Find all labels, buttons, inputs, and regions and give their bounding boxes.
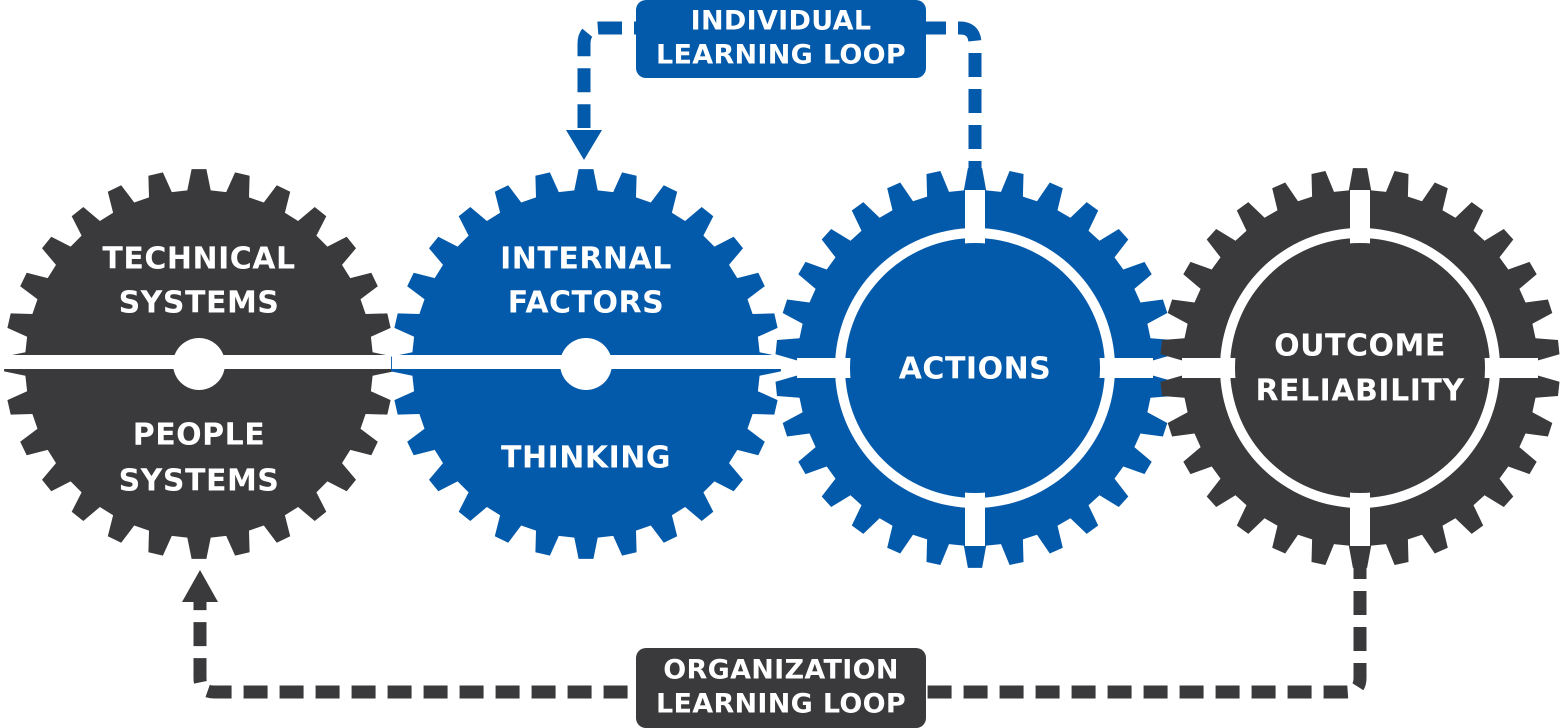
individual-learning-loop: INDIVIDUAL LEARNING LOOP	[566, 0, 982, 185]
gear-internal-factors-thinking: INTERNAL FACTORS THINKING	[391, 169, 792, 559]
gear-2-hub	[560, 338, 612, 390]
gear-1-bottom-line-2: SYSTEMS	[119, 464, 280, 499]
gear-1-hub	[173, 338, 225, 390]
gear-actions: ACTIONS	[775, 168, 1175, 568]
individual-loop-label-line-1: INDIVIDUAL	[691, 6, 872, 37]
gear-4-center-disc	[1235, 243, 1485, 493]
organization-learning-loop: ORGANIZATION LEARNING LOOP	[182, 555, 1367, 728]
individual-loop-arrowhead	[566, 130, 602, 160]
organization-loop-label-box	[636, 648, 926, 728]
individual-loop-label-line-2: LEARNING LOOP	[656, 40, 906, 71]
individual-loop-label-box	[636, 0, 926, 78]
gear-2-top-line-1: INTERNAL	[500, 242, 672, 277]
gear-technical-people-systems: TECHNICAL SYSTEMS PEOPLE SYSTEMS	[0, 169, 400, 559]
gear-4-center-line-1: OUTCOME	[1274, 329, 1446, 364]
gear-3-center-line-1: ACTIONS	[899, 352, 1052, 387]
organization-loop-label-line-2: LEARNING LOOP	[656, 689, 906, 720]
gear-2-top-line-2: FACTORS	[508, 286, 664, 321]
gear-1-top-line-2: SYSTEMS	[119, 286, 280, 321]
organization-loop-dashed-line	[193, 555, 1367, 699]
gear-1-bottom-line-1: PEOPLE	[133, 418, 266, 453]
organization-loop-arrowhead	[182, 570, 218, 602]
gear-outcome-reliability: OUTCOME RELIABILITY	[1160, 168, 1560, 568]
gear-4-center-line-2: RELIABILITY	[1255, 374, 1465, 409]
organization-loop-label-line-1: ORGANIZATION	[663, 655, 898, 686]
gear-2-bottom-line-1: THINKING	[501, 441, 671, 476]
gear-1-top-line-1: TECHNICAL	[102, 242, 295, 277]
gear-3-center-disc	[850, 243, 1100, 493]
